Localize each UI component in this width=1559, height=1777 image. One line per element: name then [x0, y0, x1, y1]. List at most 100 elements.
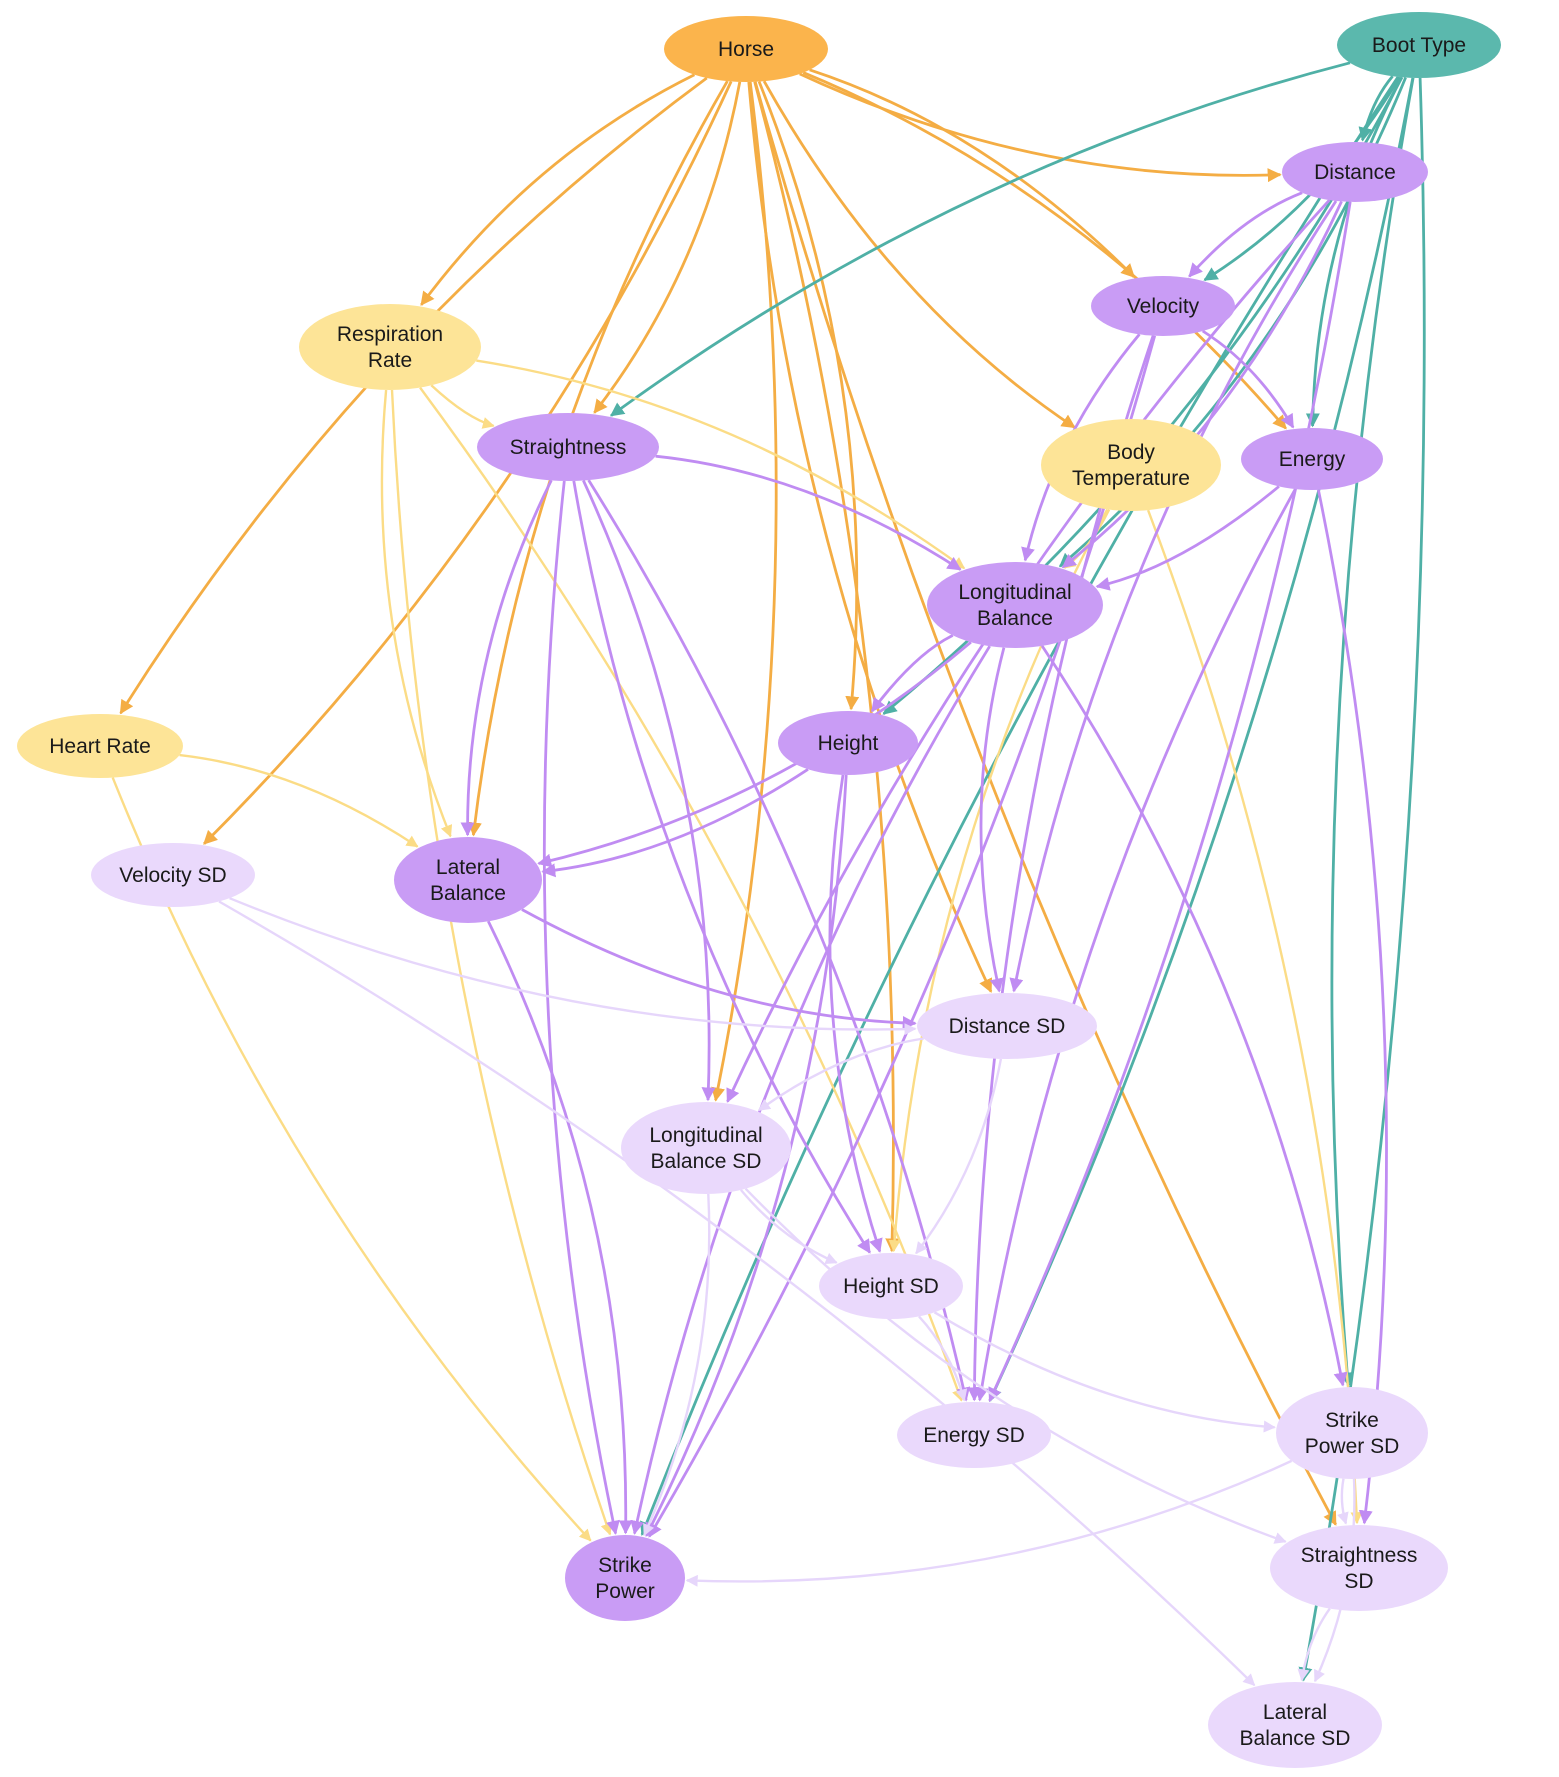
node-latbal-shape: [394, 837, 542, 923]
edge-longbal-to-strike: [630, 645, 991, 1535]
node-horse: Horse: [664, 16, 828, 82]
node-straightsd-label: Straightness: [1301, 1544, 1418, 1567]
node-latbal-label: Balance: [430, 882, 506, 905]
edge-velsd-to-latbalsd: [218, 900, 1256, 1687]
node-straightsd-label: SD: [1344, 1570, 1373, 1593]
node-energysd: Energy SD: [897, 1402, 1051, 1468]
node-velocity-label: Velocity: [1127, 295, 1200, 318]
node-longbal-label: Balance: [977, 607, 1053, 630]
node-latbal-label: Lateral: [436, 856, 500, 879]
node-energysd-label: Energy SD: [923, 1424, 1025, 1447]
node-velsd: Velocity SD: [91, 843, 255, 907]
edge-velocity-to-energy: [1201, 329, 1295, 429]
node-velsd-label: Velocity SD: [119, 864, 226, 887]
edge-horse-to-resp: [420, 73, 696, 306]
edge-straight-to-latbal: [460, 479, 553, 837]
edge-layer: [111, 61, 1426, 1687]
edge-velsd-to-distsd: [229, 897, 917, 1036]
node-energysd-shape: [897, 1402, 1051, 1468]
edge-resp-to-strike: [390, 389, 613, 1536]
edge-latbal-to-strike: [487, 920, 633, 1535]
node-strikesd-shape: [1276, 1387, 1428, 1479]
edge-distance-to-distsd: [1009, 200, 1338, 993]
edge-boot-to-energysd: [988, 77, 1415, 1403]
edge-longbalsd-to-strike: [643, 1193, 711, 1537]
node-heightsd-label: Height SD: [843, 1275, 939, 1298]
edge-energy-to-straightsd: [1317, 489, 1388, 1525]
edge-boot-to-strikesd: [1330, 77, 1415, 1387]
node-boot-label: Boot Type: [1372, 34, 1466, 57]
node-straight-shape: [477, 413, 659, 481]
edge-horse-to-velocity: [809, 68, 1135, 278]
edge-horse-to-distance: [799, 72, 1282, 183]
edge-boot-to-distance: [1358, 75, 1394, 142]
edge-horse-to-distsd: [747, 81, 993, 993]
edge-horse-to-heightsd: [753, 81, 900, 1253]
node-distsd: Distance SD: [917, 993, 1097, 1059]
edge-height-to-latbal: [541, 768, 809, 878]
node-velsd-shape: [91, 843, 255, 907]
node-strikesd-label: Strike: [1325, 1409, 1379, 1432]
edge-distance-to-energysd: [988, 201, 1352, 1403]
node-velocity: Velocity: [1091, 276, 1235, 336]
node-boot-shape: [1337, 12, 1501, 78]
edge-resp-to-longbal: [476, 359, 966, 570]
node-resp-label: Respiration: [337, 323, 443, 346]
edge-straightsd-to-latbalsd: [1297, 1607, 1331, 1682]
node-heartrate-label: Heart Rate: [49, 735, 151, 758]
edge-resp-to-energysd: [419, 386, 964, 1402]
edge-horse-to-height: [757, 81, 860, 711]
edge-bodytemp-to-straightsd: [1146, 509, 1363, 1525]
node-resp-shape: [299, 304, 481, 390]
edge-velocity-to-strike: [647, 335, 1157, 1538]
edge-strikesd-to-strike: [685, 1459, 1293, 1587]
node-heartrate-shape: [17, 714, 183, 778]
edge-longbal-to-strikesd: [1040, 645, 1348, 1387]
node-straight-label: Straightness: [510, 436, 627, 459]
node-longbalsd-label: Balance SD: [651, 1150, 762, 1173]
edge-distance-to-velocity: [1188, 191, 1303, 278]
edge-straight-to-longbalsd: [582, 479, 716, 1102]
edge-heightsd-to-strikesd: [933, 1311, 1276, 1433]
node-longbalsd-label: Longitudinal: [649, 1124, 762, 1147]
node-straightsd-shape: [1270, 1525, 1448, 1611]
node-strike-shape: [565, 1535, 685, 1621]
edge-straight-to-heightsd: [572, 480, 871, 1254]
node-energy: Energy: [1241, 428, 1383, 490]
node-velocity-shape: [1091, 276, 1235, 336]
node-longbal-label: Longitudinal: [958, 581, 1071, 604]
edge-heartrate-to-latbal: [179, 753, 419, 848]
edge-height-to-strike: [645, 774, 848, 1538]
node-heightsd: Height SD: [819, 1253, 963, 1319]
node-boot: Boot Type: [1337, 12, 1501, 78]
node-height-shape: [778, 711, 918, 775]
edge-longbal-to-latbal: [537, 641, 972, 868]
edge-horse-to-energy: [802, 71, 1287, 430]
node-horse-shape: [664, 16, 828, 82]
edge-longbal-to-distsd: [979, 647, 1006, 993]
node-strikesd-label: Power SD: [1305, 1435, 1400, 1458]
node-longbal-shape: [927, 562, 1103, 648]
edge-distsd-to-longbalsd: [757, 1037, 924, 1112]
edge-horse-to-velsd: [203, 80, 733, 845]
node-distance-label: Distance: [1314, 161, 1396, 184]
edge-horse-to-heartrate: [119, 76, 708, 715]
node-distance: Distance: [1282, 142, 1428, 202]
edge-horse-to-straightsd: [753, 81, 1337, 1526]
node-latbalsd-shape: [1208, 1682, 1382, 1768]
edge-energy-to-longbal: [1095, 485, 1280, 591]
node-strike-label: Strike: [598, 1554, 652, 1577]
edge-energy-to-energysd: [974, 488, 1297, 1402]
node-longbalsd-shape: [621, 1102, 791, 1194]
node-bodytemp-label: Body: [1107, 441, 1155, 464]
node-straight: Straightness: [477, 413, 659, 481]
node-horse-label: Horse: [718, 38, 774, 61]
